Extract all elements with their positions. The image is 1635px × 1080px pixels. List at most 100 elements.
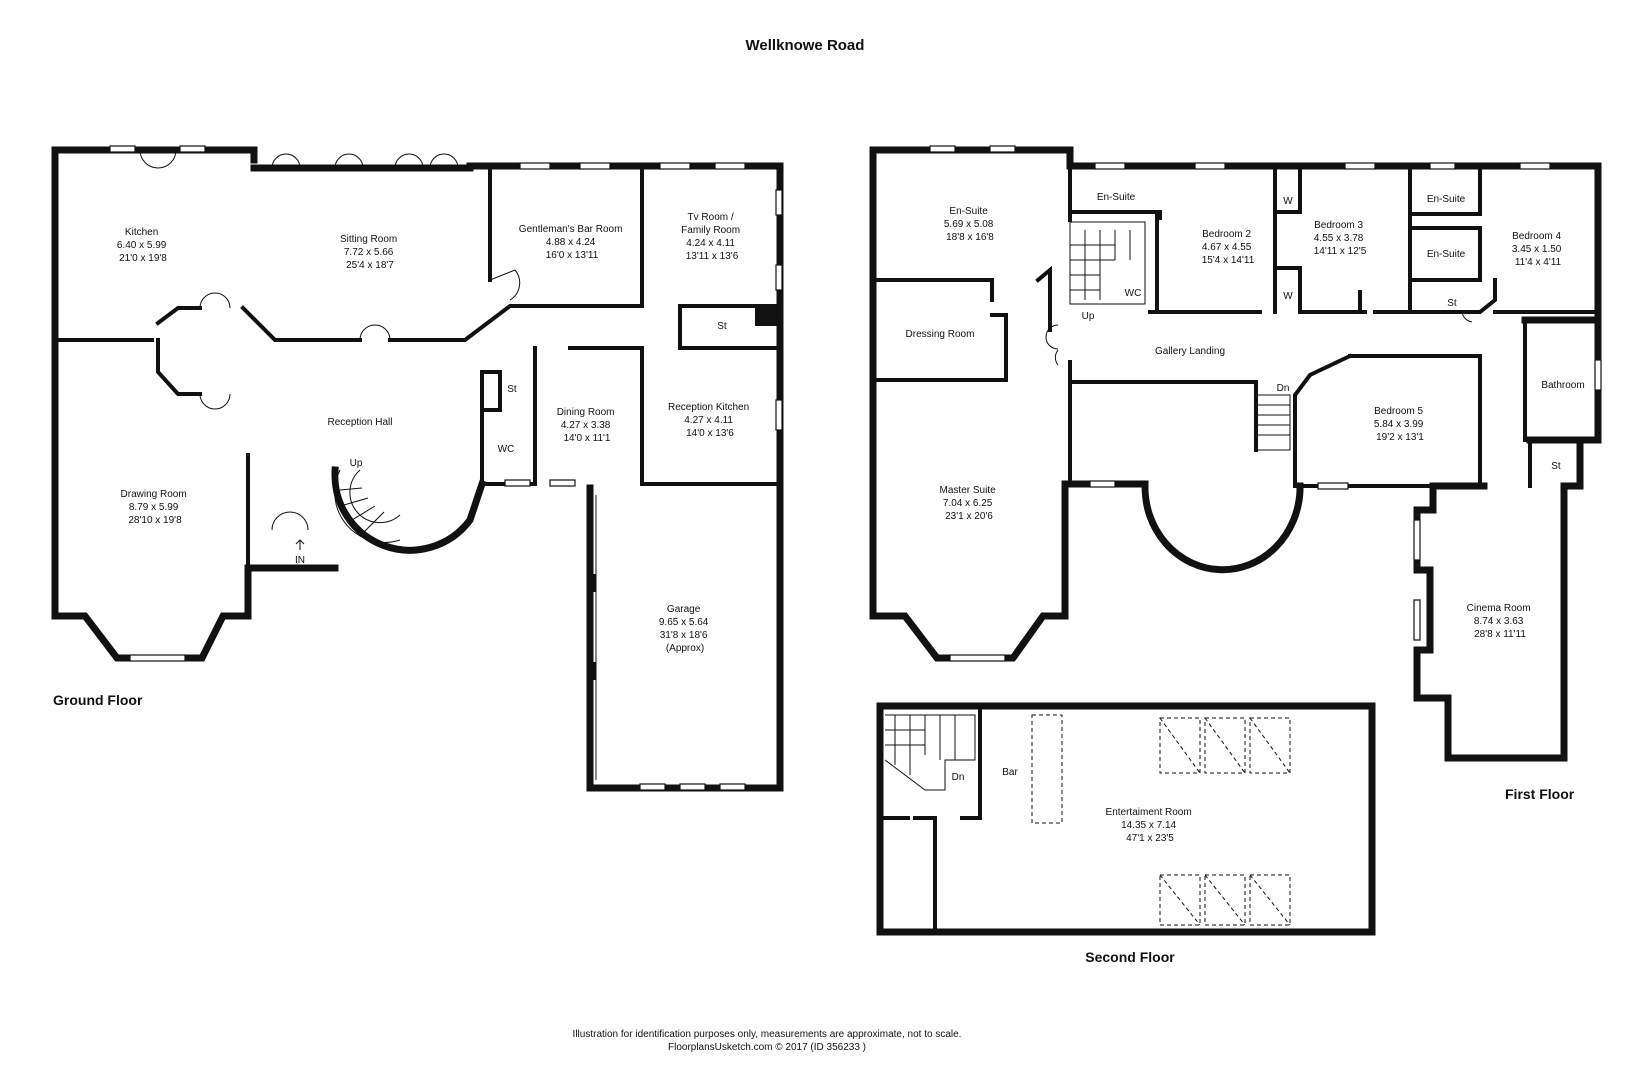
sitting-french-doors (271, 153, 459, 169)
w-closet-1 (1273, 164, 1302, 214)
hall-wall-d (156, 338, 202, 396)
hall-wall-a (155, 306, 202, 326)
disclaimer-text: Illustration for identification purposes… (573, 1029, 962, 1040)
second-floor-plan: Dn Bar Entertaiment Room 14.35 x 7.14 47… (876, 702, 1376, 965)
first-up-label: Up (1082, 311, 1095, 322)
reception-kitchen-label: Reception Kitchen 4.27 x 4.11 14'0 x 13'… (668, 402, 752, 439)
skylight-2 (1204, 717, 1246, 774)
landing-bottom-wall (1068, 360, 1258, 384)
ensuite-label-b3: En-Suite (1427, 194, 1466, 205)
column (755, 304, 780, 326)
ground-wc-label: WC (498, 444, 515, 455)
second-stair-treads (885, 715, 956, 775)
st-closet (480, 370, 502, 412)
bedroom-4-label: Bedroom 4 3.45 x 1.50 11'4 x 4'11 (1512, 231, 1564, 268)
second-outer-wall (876, 702, 1376, 936)
first-floor-plan: En-Suite 5.69 x 5.08 18'8 x 16'8 En-Suit… (869, 145, 1602, 802)
master-ensuite-label: En-Suite 5.69 x 5.08 18'8 x 16'8 (944, 206, 996, 243)
entrance-door (271, 511, 309, 531)
ground-st-label-2: St (507, 384, 517, 395)
kitchen-label: Kitchen 6.40 x 5.99 21'0 x 19'8 (117, 227, 169, 264)
first-curve-wall (1141, 480, 1304, 574)
dining-room-label: Dining Room 4.27 x 3.38 14'0 x 11'1 (557, 407, 618, 444)
garage-label: Garage 9.65 x 5.64 31'8 x 18'6 (Approx) (659, 604, 711, 654)
wardrobe-label-2: W (1283, 291, 1293, 302)
bar-counter (1031, 714, 1063, 824)
first-stair-dn (1255, 394, 1291, 451)
bedroom-3-label: Bedroom 3 4.55 x 3.78 14'11 x 12'5 (1314, 220, 1367, 257)
bed5-top-right (1348, 354, 1482, 442)
ground-outer-wall (51, 146, 339, 662)
wardrobe-label-1: W (1283, 196, 1293, 207)
first-outer-wall-top (1066, 162, 1602, 324)
st-door (1461, 311, 1473, 323)
hall-wall-b (240, 305, 362, 342)
entrance-in-label: IN (295, 555, 305, 566)
bar-door (489, 269, 521, 301)
hall-wall-c (388, 304, 644, 342)
bed2-left-wall (1148, 210, 1159, 314)
ensuite-b4-wall-2 (1408, 226, 1482, 282)
bed3-bottom-b (1373, 164, 1412, 314)
first-wc-label: WC (1125, 288, 1142, 299)
second-floor-label: Second Floor (1085, 949, 1175, 965)
dining-wall (568, 346, 644, 486)
first-st-label-1: St (1447, 298, 1457, 309)
bed5-left-wall (1293, 353, 1482, 488)
skylight-5 (1204, 874, 1246, 926)
reception-hall-label: Reception Hall (327, 417, 392, 428)
second-dn-label: Dn (952, 772, 965, 783)
bathroom-label: Bathroom (1541, 380, 1584, 391)
w-closet-2 (1273, 266, 1302, 314)
bar-wall (960, 704, 982, 820)
first-stair-up (1070, 230, 1131, 300)
first-outer-wall-left (869, 146, 1074, 662)
sitting-door (359, 324, 391, 341)
st-wall (678, 304, 782, 350)
copyright-text: FloorplansUsketch.com © 2017 (ID 356233 … (668, 1042, 866, 1053)
stair-top-wall (1068, 210, 1162, 220)
first-st-label-2: St (1551, 461, 1561, 472)
sitting-room-label: Sitting Room 7.72 x 5.66 25'4 x 18'7 (340, 234, 400, 271)
bar-room-label: Gentleman's Bar Room 4.88 x 4.24 16'0 x … (519, 224, 625, 261)
hall-door-top (199, 292, 231, 309)
ground-stair (334, 469, 401, 543)
entertainment-room-label: Entertaiment Room 14.35 x 7.14 47'1 x 23… (1106, 807, 1195, 844)
first-dn-label: Dn (1277, 383, 1290, 394)
landing-wall-a (1035, 265, 1052, 332)
plan-title: Wellknowe Road (746, 37, 865, 54)
ensuite-label-b2: En-Suite (1097, 192, 1136, 203)
dressing-wall (990, 313, 1008, 382)
skylight-cross (1159, 717, 1291, 926)
skylight-4 (1159, 874, 1201, 926)
first-floor-label: First Floor (1505, 786, 1575, 802)
tv-room-label: Tv Room / Family Room 4.24 x 4.11 13'11 … (681, 212, 743, 262)
drawing-door (199, 393, 231, 410)
reception-curve-wall (331, 466, 487, 554)
ground-up-label: Up (350, 458, 363, 469)
skylight-1 (1159, 717, 1201, 774)
ground-floor-label: Ground Floor (53, 692, 143, 708)
drawing-room-label: Drawing Room 8.79 x 5.99 28'10 x 19'8 (121, 489, 190, 526)
cinema-room-label: Cinema Room 8.74 x 3.63 28'8 x 11'11 (1467, 603, 1534, 640)
gallery-landing-label: Gallery Landing (1155, 346, 1225, 357)
landing-double-door (1045, 324, 1059, 366)
stair-closet-right (913, 816, 937, 934)
ground-floor-plan: Kitchen 6.40 x 5.99 21'0 x 19'8 Sitting … (51, 145, 784, 792)
st-b4-closet (1408, 278, 1497, 314)
bedroom-2-label: Bedroom 2 4.67 x 4.55 15'4 x 14'11 (1202, 229, 1255, 266)
ensuite-b4-wall (1408, 164, 1482, 216)
dressing-room-label: Dressing Room (906, 329, 975, 340)
skylight-3 (1249, 717, 1291, 774)
entrance-arrow-icon (295, 539, 305, 550)
skylight-6 (1249, 874, 1291, 926)
ground-st-label-1: St (717, 321, 727, 332)
ensuite-label-b4: En-Suite (1427, 249, 1466, 260)
ensuite-dressing-wall (871, 278, 994, 302)
bedroom-5-label: Bedroom 5 5.84 x 3.99 19'2 x 13'1 (1374, 406, 1426, 443)
cinema-wall (1413, 436, 1584, 762)
bar-label: Bar (1002, 767, 1018, 778)
kitchen-french-door (139, 149, 177, 169)
second-stair (884, 714, 976, 791)
